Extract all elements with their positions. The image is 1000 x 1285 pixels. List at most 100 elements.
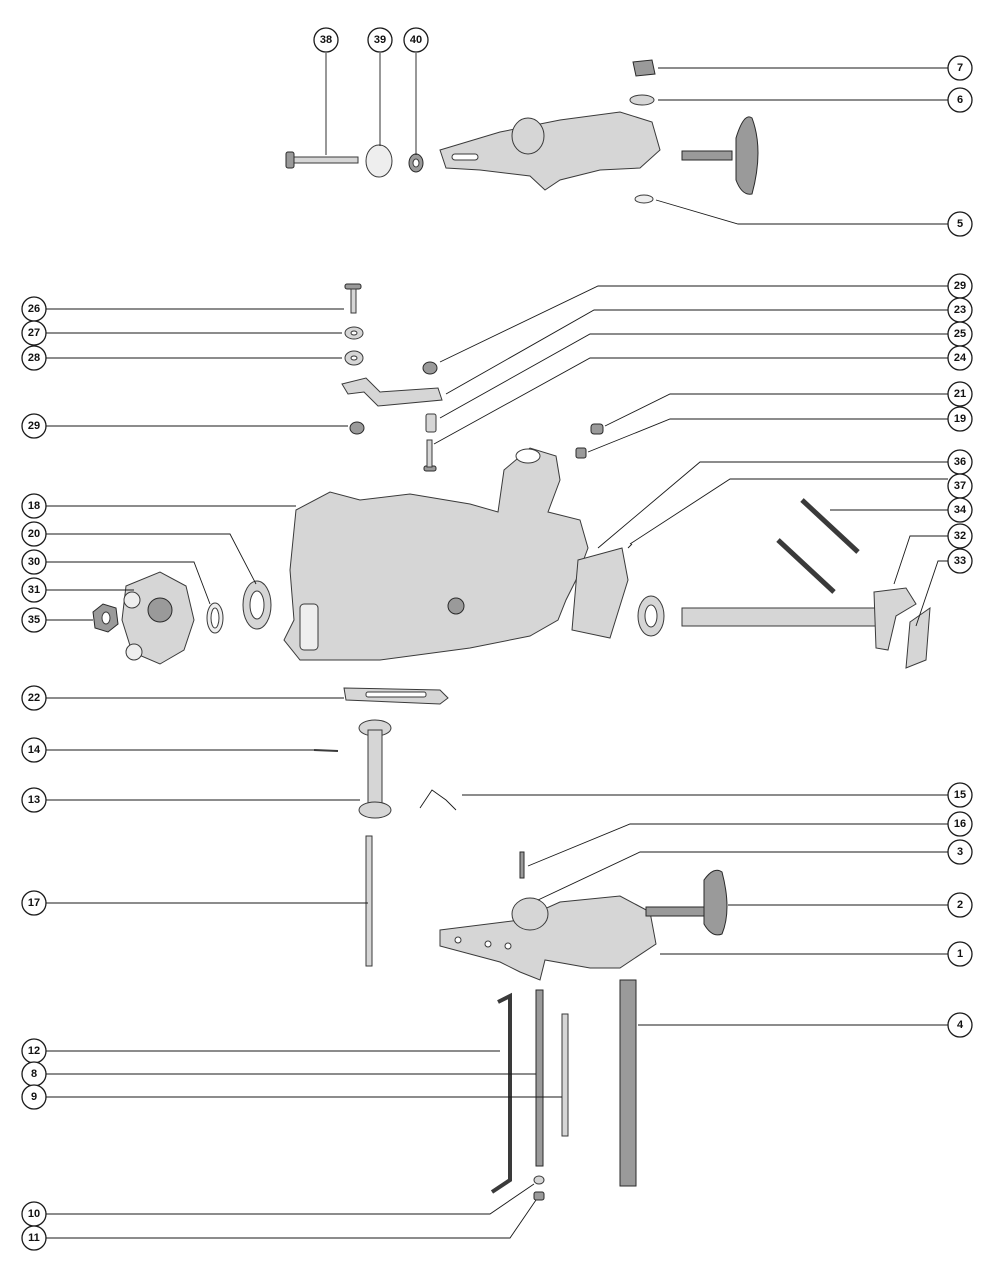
callout-29-right: 29	[947, 273, 973, 299]
svg-text:31: 31	[28, 584, 40, 596]
svg-text:36: 36	[954, 456, 966, 468]
svg-text:4: 4	[957, 1019, 964, 1031]
part-9-rod	[561, 1013, 569, 1137]
svg-text:1: 1	[957, 948, 963, 960]
seal-ring-right	[637, 595, 665, 637]
leader-lines	[46, 53, 948, 1239]
part-28-washer	[344, 350, 364, 366]
callout-39: 39	[367, 27, 393, 53]
callout-2: 2	[947, 892, 973, 918]
part-35-nut	[92, 603, 119, 633]
svg-text:26: 26	[28, 303, 40, 315]
svg-text:13: 13	[28, 794, 40, 806]
callout-8: 8	[21, 1061, 47, 1087]
callout-16: 16	[947, 811, 973, 837]
callout-3: 3	[947, 839, 973, 865]
part-36-sleeve	[571, 547, 629, 639]
svg-text:34: 34	[954, 504, 967, 516]
svg-text:35: 35	[28, 614, 40, 626]
svg-text:7: 7	[957, 62, 963, 74]
callout-17: 17	[21, 890, 47, 916]
part-38-bolt	[285, 151, 359, 169]
part-34-bolt-lower	[776, 538, 836, 594]
callout-24: 24	[947, 345, 973, 371]
svg-text:21: 21	[954, 388, 966, 400]
svg-text:5: 5	[957, 218, 963, 230]
part-10-washer	[533, 1175, 545, 1185]
svg-text:37: 37	[954, 480, 966, 492]
svg-text:11: 11	[28, 1232, 40, 1244]
callout-37: 37	[947, 473, 973, 499]
part-7-cap	[632, 59, 656, 77]
svg-text:18: 18	[28, 500, 40, 512]
svg-text:28: 28	[28, 352, 40, 364]
svg-text:40: 40	[410, 34, 422, 46]
svg-text:3: 3	[957, 846, 963, 858]
svg-text:27: 27	[28, 327, 40, 339]
callout-40: 40	[403, 27, 429, 53]
callout-30: 30	[21, 549, 47, 575]
svg-text:33: 33	[954, 555, 966, 567]
callout-13: 13	[21, 787, 47, 813]
part-27-washer	[344, 326, 364, 340]
part-16-pin	[519, 851, 525, 879]
part-23-plate	[341, 377, 443, 407]
callout-28: 28	[21, 345, 47, 371]
callout-22: 22	[21, 685, 47, 711]
callout-38: 38	[313, 27, 339, 53]
part-11-nut	[533, 1191, 545, 1201]
callout-34: 34	[947, 497, 973, 523]
part-30-o-ring	[206, 602, 224, 634]
part-29-nut-upper	[422, 361, 438, 375]
part-14-cotter-pin	[313, 749, 339, 752]
part-34-bolt-upper	[800, 498, 860, 554]
svg-text:15: 15	[954, 789, 966, 801]
callout-36: 36	[947, 449, 973, 475]
callout-11: 11	[21, 1225, 47, 1251]
callout-6: 6	[947, 87, 973, 113]
part-22-plate	[343, 687, 449, 705]
top-clamp-screw	[681, 116, 759, 195]
callout-33: 33	[947, 548, 973, 574]
callout-23: 23	[947, 297, 973, 323]
callout-12: 12	[21, 1038, 47, 1064]
svg-text:38: 38	[320, 34, 332, 46]
callout-21: 21	[947, 381, 973, 407]
svg-text:17: 17	[28, 897, 40, 909]
svg-text:32: 32	[954, 530, 966, 542]
upper-clamp-bracket	[439, 111, 661, 191]
svg-text:24: 24	[954, 352, 967, 364]
callout-31: 31	[21, 577, 47, 603]
svg-text:20: 20	[28, 528, 40, 540]
callout-18: 18	[21, 493, 47, 519]
callout-7: 7	[947, 55, 973, 81]
svg-text:30: 30	[28, 556, 40, 568]
part-32-tilt-tube	[681, 587, 917, 651]
svg-text:8: 8	[31, 1068, 37, 1080]
callout-25: 25	[947, 321, 973, 347]
svg-text:14: 14	[28, 744, 41, 756]
callout-29-left: 29	[21, 413, 47, 439]
part-19-fitting	[575, 447, 587, 459]
part-5-o-ring	[634, 194, 654, 204]
svg-text:16: 16	[954, 818, 966, 830]
part-4-tube	[619, 979, 637, 1187]
callout-35: 35	[21, 607, 47, 633]
part-8-rod	[535, 989, 544, 1167]
part-25-spacer	[425, 413, 437, 433]
svg-text:6: 6	[957, 94, 963, 106]
part-33-bushing	[905, 606, 931, 669]
part-24-screw	[423, 439, 437, 472]
svg-text:39: 39	[374, 34, 386, 46]
part-21-plug	[590, 423, 604, 435]
part-17-rod	[365, 835, 373, 967]
part-15-spring	[419, 789, 457, 811]
part-26-screw	[344, 283, 362, 314]
svg-text:29: 29	[28, 420, 40, 432]
callout-15: 15	[947, 782, 973, 808]
svg-text:29: 29	[954, 280, 966, 292]
svg-text:25: 25	[954, 328, 966, 340]
part-31-coupler	[121, 571, 195, 665]
callout-9: 9	[21, 1084, 47, 1110]
